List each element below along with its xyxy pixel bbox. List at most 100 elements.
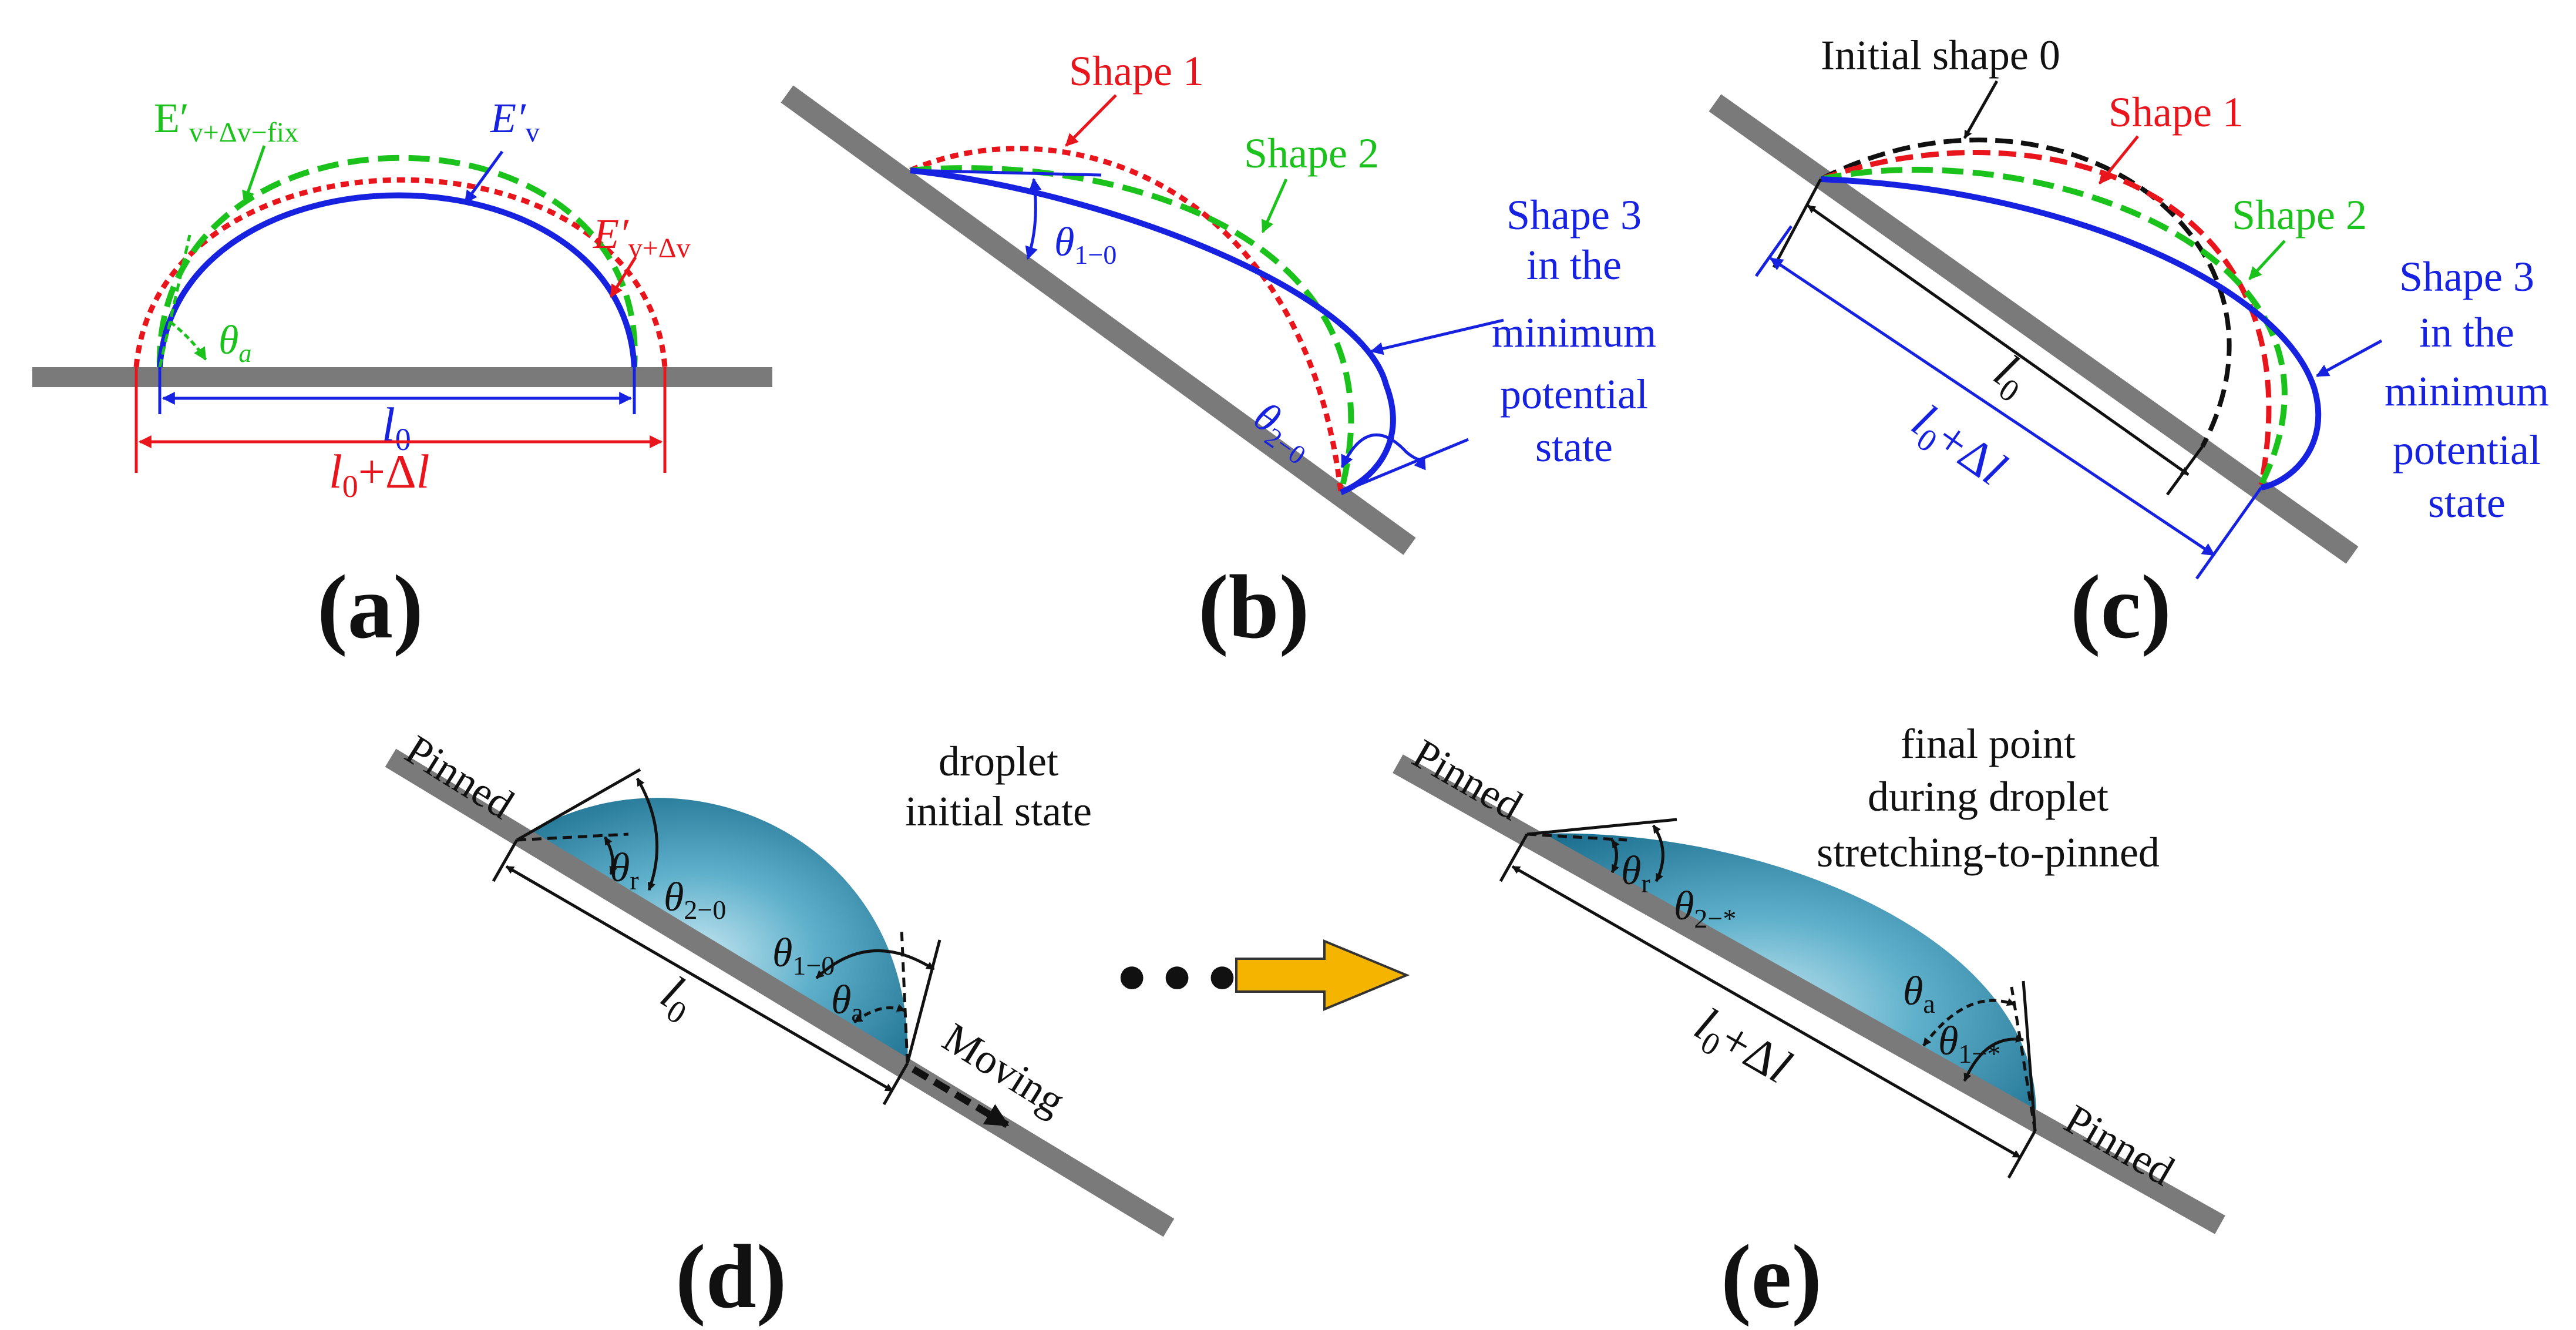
shape2-pointer-b: [1261, 178, 1288, 234]
advancing-line-e: [2010, 986, 2037, 1131]
svg-text:potential: potential: [2393, 426, 2541, 473]
svg-text:E′v+Δv: E′v+Δv: [593, 210, 691, 264]
shape3-label-c: Shape 3 in the minimum potential state: [2385, 253, 2549, 526]
desc-line2-e: during droplet: [1868, 773, 2108, 820]
tangent-bottom-b: [1340, 438, 1469, 494]
pinned-label-d: Pinned: [398, 726, 522, 828]
shape1-pointer-c: [2099, 135, 2139, 184]
svg-text:minimum: minimum: [2385, 368, 2549, 415]
shape3-label-b: Shape 3 in the minimum potential state: [1492, 192, 1656, 471]
svg-text:Shape 3: Shape 3: [1506, 192, 1642, 239]
panel-b: θ1−0 θ2−0 Shape 1 Shape 2 Shape 3 in the…: [781, 48, 1656, 657]
desc-line2-d: initial state: [905, 788, 1092, 835]
ev-dv-label-a: E′v+Δv: [593, 210, 691, 264]
dim-l0dl-tick-bottom-c: [2195, 486, 2263, 580]
dim-l0dl-tick-top-e: [1499, 833, 1529, 882]
panel-a: θa l0 l0+Δl E′v+Δv−fix E′v E′v+Δv (a): [32, 95, 772, 657]
svg-text:θa: θa: [218, 318, 251, 368]
svg-text:state: state: [1535, 424, 1613, 471]
theta20-arc-b: [1340, 433, 1426, 471]
ev-pointer-a: [463, 150, 504, 204]
shape2-label-c: Shape 2: [2232, 192, 2367, 239]
panel-label-e: (e): [1721, 1226, 1822, 1327]
substrate-a: [32, 367, 772, 387]
panel-d: θr θ2−0 θ1−0 θa l0 Pinned Moving droplet…: [385, 726, 1175, 1327]
ev-label-a: E′v: [490, 95, 540, 148]
dim-l0-tick-top-c: [1772, 178, 1822, 268]
angle-arc-a: [169, 321, 207, 361]
shape3-pointer-c: [2316, 339, 2383, 378]
theta10-label-b: θ1−0: [1054, 220, 1117, 270]
tangent-a: [158, 234, 191, 368]
svg-text:θ2−0: θ2−0: [1243, 394, 1323, 471]
svg-text:in the: in the: [1526, 241, 1622, 288]
panel-label-a: (a): [317, 556, 423, 657]
ev-dv-pointer-a: [609, 256, 637, 298]
substrate-c: [1709, 94, 2359, 564]
panel-e: θr θ2−* θa θ1−* l0+Δl Pinned Pinned fina…: [1393, 720, 2225, 1327]
svg-text:θ1−0: θ1−0: [1054, 220, 1117, 270]
moving-arrow-d: [911, 1066, 1010, 1129]
theta20-label-b: θ2−0: [1243, 394, 1323, 471]
tangent-top-b: [910, 169, 1102, 177]
svg-text:potential: potential: [1500, 371, 1648, 418]
svg-text:E′v+Δv−fix: E′v+Δv−fix: [154, 95, 298, 148]
ellipsis: ● ● ●: [1116, 946, 1238, 1005]
shape-ev-dv-a: [133, 177, 668, 368]
shape3-b: [910, 167, 1396, 495]
dim-l0-arrow-c: [1807, 204, 2190, 476]
shape2-b: [910, 165, 1354, 493]
dim-l0-tick-top-d: [492, 839, 519, 882]
svg-text:l0+Δl: l0+Δl: [329, 445, 430, 504]
svg-text:l0: l0: [1982, 344, 2040, 409]
dim-l0-arrow-d: [505, 865, 894, 1093]
l0-label-c: l0: [1982, 344, 2040, 409]
transition-arrow: [1235, 939, 1410, 1011]
panel-label-d: (d): [675, 1226, 786, 1327]
shape1-pointer-b: [1065, 94, 1117, 147]
svg-text:state: state: [2428, 479, 2506, 526]
desc-line1-e: final point: [1901, 720, 2076, 767]
ev-fix-label-a: E′v+Δv−fix: [154, 95, 298, 148]
svg-text:Shape 3: Shape 3: [2399, 253, 2534, 300]
shape0-c: [1820, 137, 2232, 448]
ev-fix-pointer-a: [242, 145, 266, 204]
shape-ev-a: [157, 192, 637, 368]
dim-l0dl-arrow-c: [1770, 257, 2215, 557]
panel-label-c: (c): [2070, 556, 2171, 657]
svg-text:l0+Δl: l0+Δl: [1683, 997, 1800, 1099]
svg-text:l0: l0: [649, 965, 705, 1031]
tangent-bottom-e: [2022, 980, 2037, 1131]
dim-l0dl-arrow-e: [1511, 865, 2022, 1159]
theta10-arc-b: [1025, 177, 1042, 260]
panel-c: l0 l0+Δl Initial shape 0 Shape 1 Shape 2…: [1709, 32, 2549, 657]
desc-line1-d: droplet: [939, 738, 1058, 785]
svg-text:minimum: minimum: [1492, 309, 1656, 356]
theta-a-label-a: θa: [218, 318, 251, 368]
shape1-label-c: Shape 1: [2108, 89, 2244, 136]
shape1-b: [909, 146, 1344, 493]
l0dl-label-a: l0+Δl: [329, 445, 430, 504]
shape3-c: [1820, 176, 2322, 491]
shape2-label-b: Shape 2: [1244, 130, 1379, 177]
tangent-top-d: [516, 768, 641, 842]
substrate-b: [781, 85, 1416, 555]
desc-line3-e: stretching-to-pinned: [1817, 829, 2160, 876]
shape3-pointer-b: [1370, 318, 1504, 355]
svg-text:E′v: E′v: [490, 95, 540, 148]
dim-l0dl-tick-top-c: [1754, 225, 1793, 277]
l0dl-label-e: l0+Δl: [1683, 997, 1800, 1099]
svg-text:in the: in the: [2419, 309, 2514, 356]
shape1-label-b: Shape 1: [1069, 48, 1204, 95]
advancing-line-d: [900, 928, 909, 1064]
shape1-c: [1820, 150, 2272, 485]
l0-label-d: l0: [649, 965, 705, 1031]
receding-line-d: [516, 832, 629, 842]
shape2-pointer-c: [2248, 240, 2286, 280]
dim-l0-tick-bottom-d: [882, 1062, 909, 1106]
tangent-top-e: [1526, 818, 1677, 836]
transition: ● ● ●: [1116, 939, 1410, 1011]
receding-line-e: [1526, 832, 1627, 842]
